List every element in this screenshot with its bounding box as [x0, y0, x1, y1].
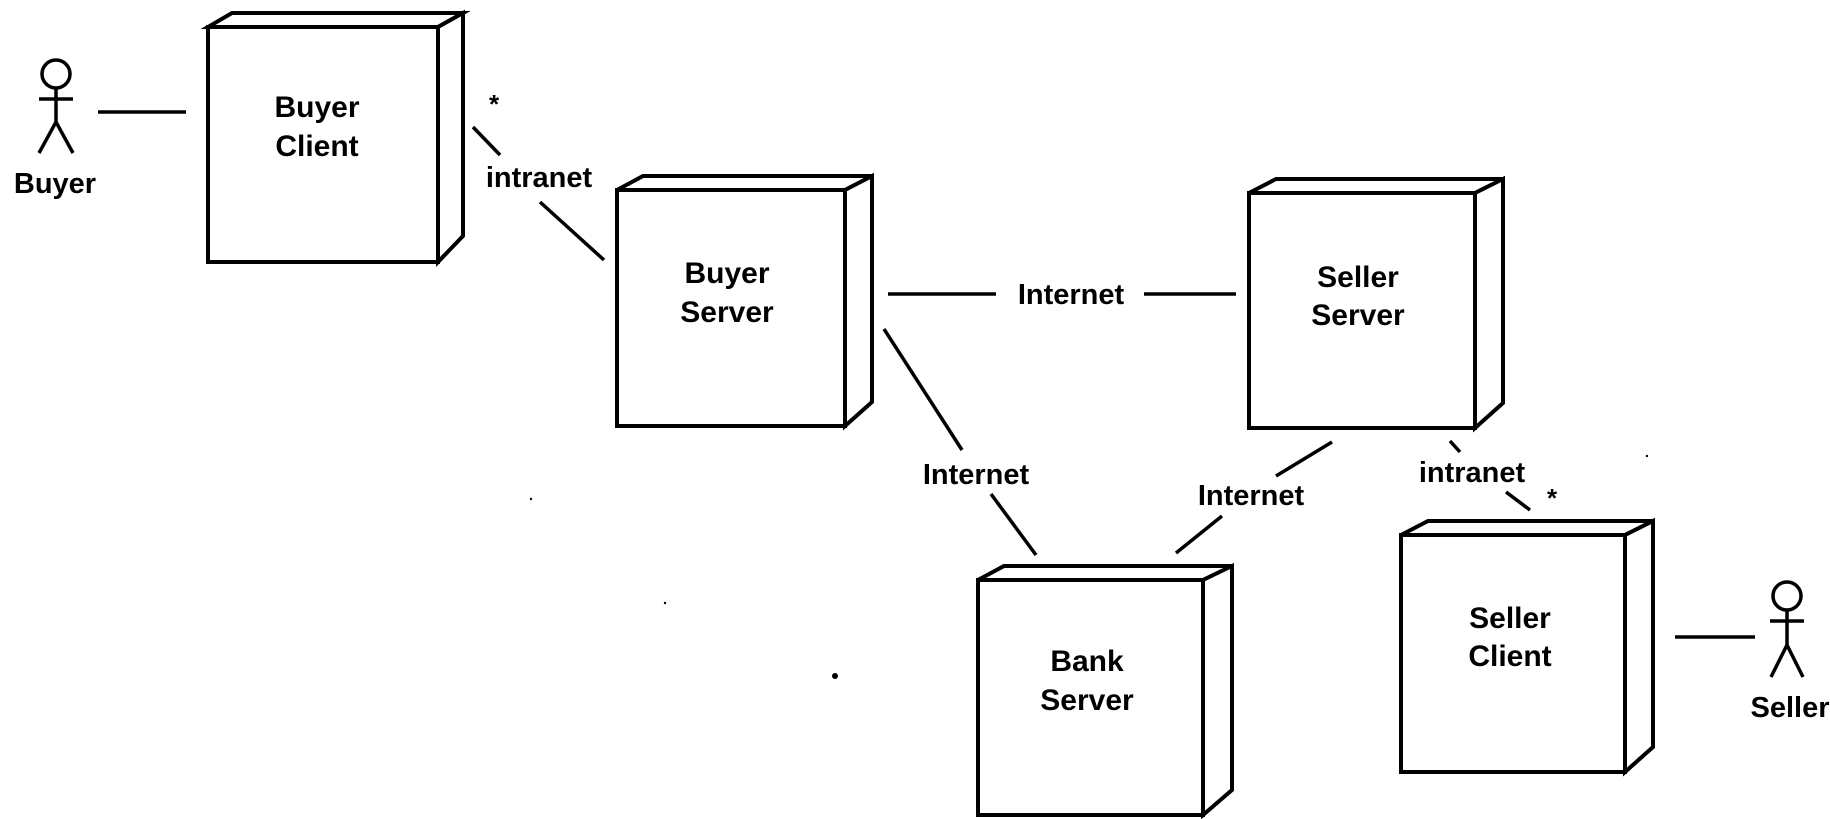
seller-server-bank-server-link-b	[1174, 514, 1224, 555]
seller-stick-figure-icon	[1769, 580, 1805, 678]
node-bank-server: Bank Server	[976, 562, 1234, 819]
link-label-buyer-server-seller-server: Internet	[1018, 279, 1125, 311]
buyer-client-label-line1: Buyer	[274, 91, 359, 124]
buyer-client-label-line2: Client	[275, 130, 358, 163]
multiplicity-buyer-client: *	[489, 89, 500, 119]
seller-server-bank-server-link-a	[1275, 440, 1333, 478]
seller-server-label-line2: Server	[1311, 299, 1405, 332]
scan-speck	[663, 601, 667, 605]
link-label-seller-server-bank-server: Internet	[1198, 480, 1305, 512]
bank-server-label-line1: Bank	[1050, 645, 1124, 678]
buyer-server-label-line2: Server	[680, 296, 774, 329]
buyer-stick-figure-icon	[37, 58, 75, 154]
scan-speck	[1645, 454, 1649, 458]
seller-actor: Seller	[1751, 580, 1830, 724]
node-seller-server: Seller Server	[1247, 175, 1505, 433]
buyer-server-bank-server-link-b	[989, 492, 1038, 557]
node-seller-client: Seller Client	[1399, 517, 1655, 777]
node-buyer-client: Buyer Client	[200, 9, 471, 267]
buyer-client-buyer-server-link-b	[538, 200, 606, 262]
buyer-actor: Buyer	[14, 58, 96, 200]
buyer-server-bank-server-link-a	[882, 328, 964, 451]
link-label-buyer-server-bank-server: Internet	[923, 459, 1030, 491]
multiplicity-seller-client: *	[1547, 483, 1558, 513]
scan-speck	[832, 673, 838, 679]
buyer-client-buyer-server-link-a	[471, 125, 502, 157]
scan-speck	[529, 497, 533, 501]
link-label-seller-server-seller-client: intranet	[1419, 457, 1526, 489]
seller-server-seller-client-link-b	[1504, 490, 1532, 512]
link-label-buyer-client-buyer-server: intranet	[486, 162, 593, 194]
seller-client-label-line1: Seller	[1469, 602, 1551, 635]
seller-server-seller-client-link-a	[1448, 439, 1462, 454]
seller-actor-label: Seller	[1751, 692, 1830, 724]
seller-client-label-line2: Client	[1468, 640, 1551, 673]
buyer-actor-label: Buyer	[14, 168, 96, 200]
bank-server-label-line2: Server	[1040, 684, 1134, 717]
node-buyer-server: Buyer Server	[615, 172, 874, 431]
buyer-server-label-line1: Buyer	[684, 257, 769, 290]
seller-server-label-line1: Seller	[1317, 261, 1399, 294]
